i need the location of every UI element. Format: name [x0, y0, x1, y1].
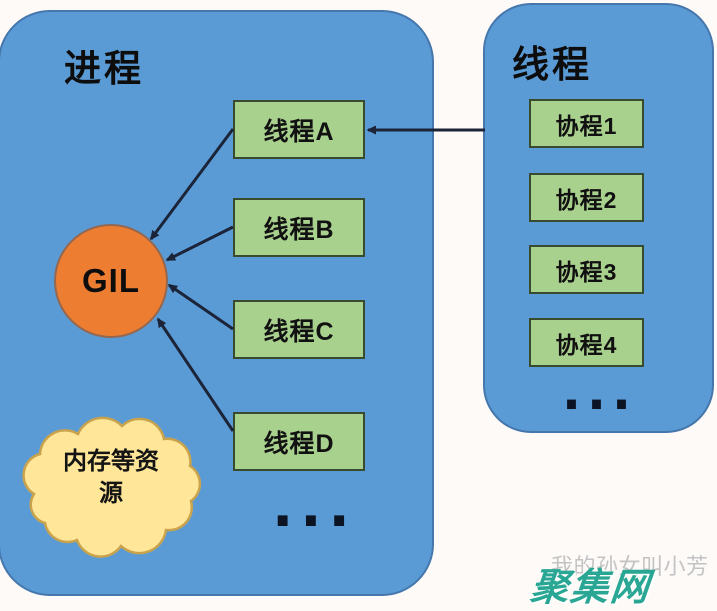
- node-coroutine-4: 协程4: [529, 318, 644, 367]
- node-coroutine-1: 协程1: [529, 99, 644, 148]
- watermark-logo: 聚集网: [528, 567, 653, 609]
- node-thread-d: 线程D: [233, 412, 365, 471]
- node-coroutine-2: 协程2: [529, 173, 644, 222]
- node-thread-b: 线程B: [233, 198, 365, 257]
- process-panel-title: 进程: [64, 48, 144, 89]
- resources-cloud: 内存等资 源: [14, 406, 210, 562]
- node-thread-c: 线程C: [233, 300, 365, 359]
- resources-label-line2: 源: [99, 480, 123, 508]
- gil-circle: GIL: [54, 224, 168, 338]
- thread-panel-title: 线程: [512, 44, 592, 85]
- watermark-text: 我的孙女叫小芳: [551, 554, 709, 579]
- cloud-shape-icon: [22, 416, 202, 558]
- resources-label-line1: 内存等资: [63, 448, 159, 475]
- node-coroutine-3: 协程3: [529, 245, 644, 294]
- node-thread-a: 线程A: [233, 100, 365, 159]
- resources-cloud-label: 内存等资 源: [36, 446, 186, 511]
